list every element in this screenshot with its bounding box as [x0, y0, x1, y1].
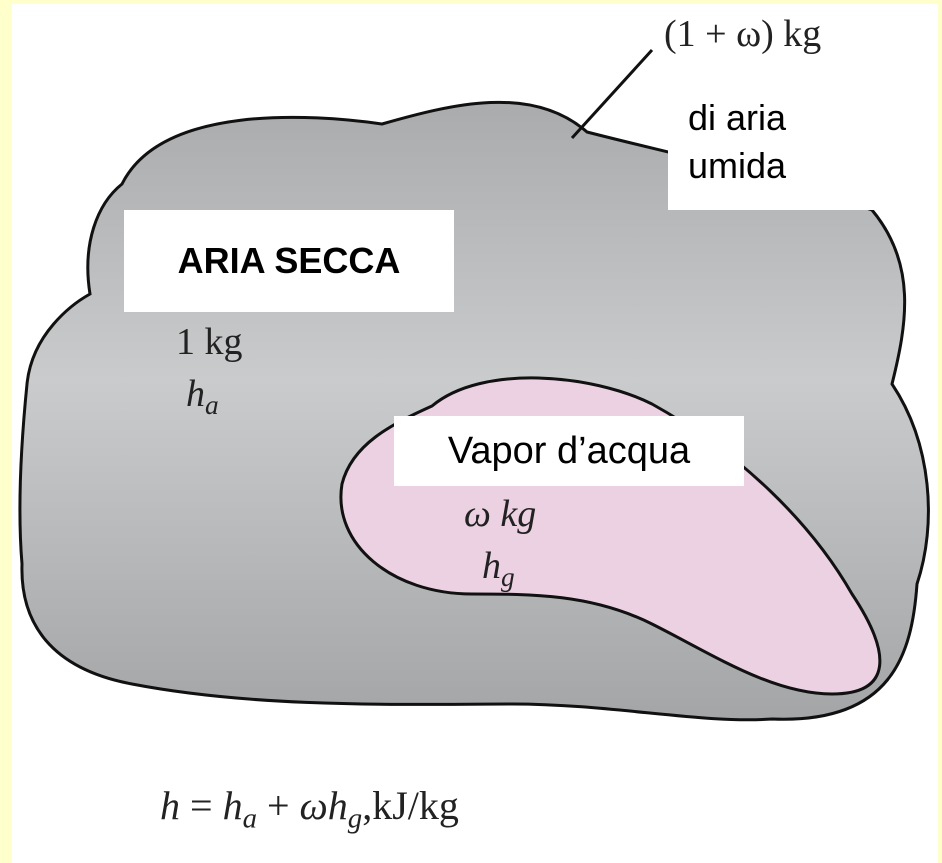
dry-air-enthalpy-subscript: a: [205, 390, 219, 421]
vapor-mass: ω kg: [464, 493, 537, 535]
total-mass-label: (1 + ω) kg: [664, 13, 822, 55]
dry-air-enthalpy: ha: [186, 372, 219, 421]
figure-panel: (1 + ω) kg di aria umida ARIA SECCA 1 kg…: [12, 4, 938, 863]
dry-air-enthalpy-symbol: h: [186, 373, 205, 415]
formula-unit: ,kJ/kg: [362, 783, 459, 828]
pointer-line: [570, 48, 654, 140]
enthalpy-formula: h = ha + ωhg,kJ/kg: [160, 782, 459, 836]
formula-equals: =: [180, 783, 223, 828]
moist-air-label-line2: umida: [688, 145, 787, 186]
dry-air-label: ARIA SECCA: [124, 210, 454, 312]
vapor-enthalpy-subscript: g: [501, 562, 515, 593]
formula-plus: +: [256, 783, 300, 828]
formula-term1: h: [222, 783, 243, 828]
dry-air-mass: 1 kg: [176, 321, 243, 363]
formula-term2-sub: g: [347, 802, 363, 835]
vapor-label: Vapor d’acqua: [394, 416, 744, 486]
moist-air-label-line1: di aria: [688, 97, 787, 138]
formula-term1-sub: a: [242, 802, 257, 835]
formula-lhs: h: [160, 783, 180, 828]
formula-omega: ω: [299, 783, 328, 828]
vapor-enthalpy-symbol: h: [482, 545, 501, 587]
vapor-enthalpy: hg: [482, 544, 515, 593]
moist-air-label: di aria umida: [668, 84, 878, 210]
formula-term2: h: [327, 783, 348, 828]
